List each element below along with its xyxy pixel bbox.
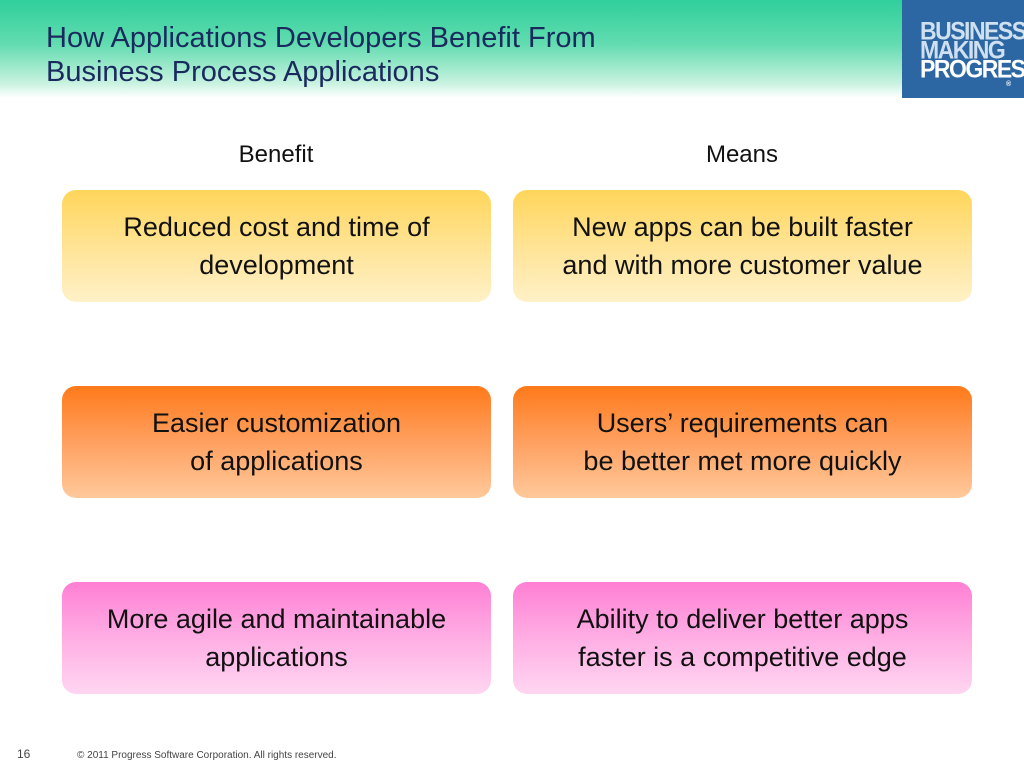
means-1-line-2: and with more customer value [562,250,923,280]
means-3-line-1: Ability to deliver better apps [576,604,909,634]
means-1-line-1: New apps can be built faster [572,212,913,242]
logo-line-making: MAKING [920,35,1006,64]
benefit-2-line-2: of applications [190,446,363,476]
benefit-box-2: Easier customization of applications [62,386,491,498]
header-banner: How Applications Developers Benefit From… [0,0,902,98]
means-box-2: Users’ requirements can be better met mo… [513,386,972,498]
business-making-progress-logo: BUSINESS MAKING PROGRESS ® [902,0,1024,98]
logo-line-business: BUSINESS [920,16,1024,45]
slide-number: 16 [17,747,31,761]
benefit-2-line-1: Easier customization [151,408,402,438]
column-header-benefit: Benefit [238,141,314,168]
benefit-box-1: Reduced cost and time of development [62,190,491,302]
slide-title-line-2: Business Process Applications [46,56,440,88]
logo-registered-mark: ® [1006,80,1011,89]
copyright-notice: © 2011 Progress Software Corporation. Al… [77,750,337,761]
means-box-1: New apps can be built faster and with mo… [513,190,972,302]
means-box-3: Ability to deliver better apps faster is… [513,582,972,694]
slide-title-line-1: How Applications Developers Benefit From [46,22,596,54]
benefit-1-line-2: development [199,250,354,280]
benefit-1-line-1: Reduced cost and time of [123,212,430,242]
logo-line-progress: PROGRESS [920,54,1024,83]
slide-title: How Applications Developers Benefit From… [46,21,596,89]
benefit-3-line-2: applications [205,642,348,672]
means-2-line-1: Users’ requirements can [596,408,889,438]
benefit-3-line-1: More agile and maintainable [106,604,447,634]
benefit-box-3: More agile and maintainable applications [62,582,491,694]
column-header-means: Means [705,141,779,168]
means-3-line-2: faster is a competitive edge [578,642,907,672]
means-2-line-2: be better met more quickly [583,446,902,476]
